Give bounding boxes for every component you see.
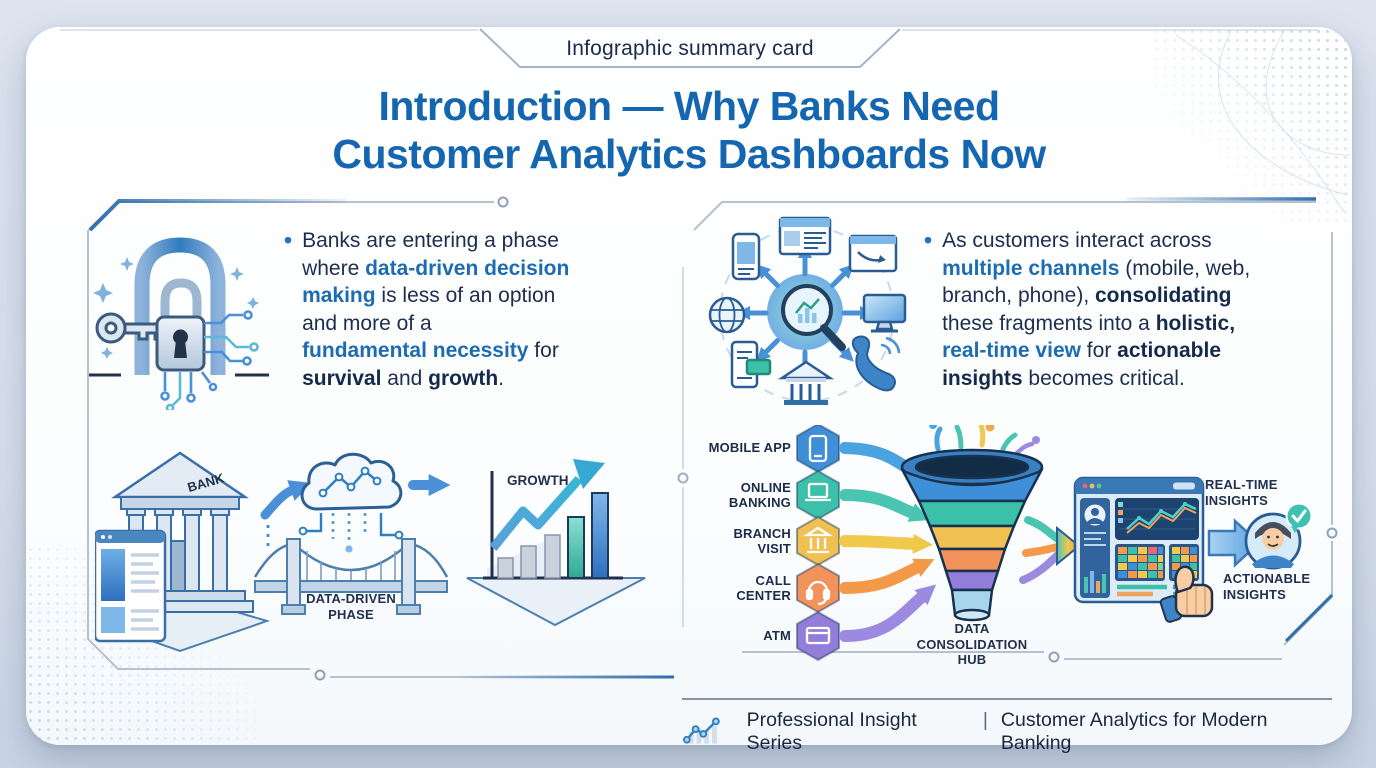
browser-chart-icon bbox=[848, 234, 898, 273]
banking-website-icon bbox=[93, 529, 167, 643]
browser-icon bbox=[778, 216, 832, 256]
growth-label: GROWTH bbox=[507, 473, 569, 488]
bridge-icon bbox=[253, 538, 449, 615]
globe-icon bbox=[708, 296, 746, 334]
channel-label-branch-visit: BRANCH VISIT bbox=[733, 526, 791, 556]
title-line-2: Customer Analytics Dashboards Now bbox=[332, 131, 1046, 177]
left-bullet-text: Banks are entering a phase where data-dr… bbox=[302, 229, 570, 390]
card-icon bbox=[805, 626, 831, 645]
left-bullet: • Banks are entering a phase where data-… bbox=[284, 227, 694, 392]
atm-hexagon bbox=[796, 610, 840, 662]
smartphone-icon bbox=[808, 434, 828, 463]
bridge-label: DATA-DRIVEN PHASE bbox=[306, 591, 396, 622]
channel-label-call-center: CALL CENTER bbox=[736, 573, 791, 603]
bank-transformation-illustration: BANK bbox=[91, 445, 665, 660]
phone-call-icon bbox=[851, 335, 901, 392]
footer-separator: | bbox=[982, 709, 988, 731]
headset-icon bbox=[805, 580, 831, 606]
footer-subtitle: Customer Analytics for Modern Banking bbox=[1000, 709, 1268, 754]
summary-card: Infographic summary card Introduction — … bbox=[26, 27, 1352, 754]
growth-chart-icon: GROWTH bbox=[466, 459, 646, 627]
data-cloud-icon bbox=[298, 452, 404, 553]
funnel-icon bbox=[900, 448, 1044, 622]
footer-series: Professional Insight Series bbox=[746, 709, 917, 754]
hub-label: DATA CONSOLIDATION HUB bbox=[916, 621, 1028, 667]
magnifier-analytics-icon bbox=[781, 284, 846, 351]
online-banking-hexagon bbox=[796, 469, 840, 521]
footer: Professional Insight Series | Customer A… bbox=[682, 698, 1332, 755]
bank-icon bbox=[803, 526, 833, 554]
mobile-payment-icon bbox=[730, 340, 772, 389]
bullet-marker: • bbox=[284, 227, 293, 253]
bank-branch-icon bbox=[777, 360, 835, 405]
analytics-dashboard bbox=[1073, 476, 1205, 604]
monitor-icon bbox=[862, 293, 907, 333]
data-consolidation-funnel-diagram: MOBILE APP ONLINE BANKING BRANCH VISIT C… bbox=[695, 421, 1335, 685]
bullet-marker: • bbox=[924, 227, 933, 253]
sparkles bbox=[93, 257, 259, 359]
mobile-app-hexagon bbox=[796, 422, 840, 474]
trend-chart-icon bbox=[682, 717, 720, 744]
right-bullet-text: As customers interact across multiple ch… bbox=[942, 229, 1251, 390]
arrow-bank-to-cloud bbox=[260, 480, 312, 549]
channel-label-atm: ATM bbox=[763, 628, 791, 643]
tab-label: Infographic summary card bbox=[566, 37, 814, 60]
page-title: Introduction — Why Banks Need Customer A… bbox=[26, 82, 1352, 178]
funnel-output-arrow bbox=[1019, 516, 1081, 584]
funnel-splashes bbox=[929, 421, 1040, 456]
realtime-insights-label: REAL-TIME INSIGHTS bbox=[1205, 477, 1278, 508]
right-bullet: • As customers interact across multiple … bbox=[924, 227, 1344, 392]
smartphone-icon bbox=[731, 232, 761, 281]
padlock-icon bbox=[155, 278, 206, 372]
circuit-arch bbox=[134, 237, 226, 375]
channel-label-online-banking: ONLINE BANKING bbox=[728, 480, 791, 510]
laptop-icon bbox=[805, 482, 831, 502]
title-line-1: Introduction — Why Banks Need bbox=[378, 83, 1000, 129]
multichannel-analytics-illustration bbox=[708, 216, 907, 405]
customer-avatar bbox=[1244, 502, 1313, 570]
thumbs-up-icon bbox=[1159, 565, 1214, 623]
circuit-lines bbox=[160, 310, 259, 410]
check-badge-icon bbox=[1285, 502, 1313, 533]
data-security-lock-illustration bbox=[89, 237, 269, 410]
actionable-insights-label: ACTIONABLE INSIGHTS bbox=[1223, 571, 1311, 602]
channel-label-mobile-app: MOBILE APP bbox=[708, 440, 791, 455]
